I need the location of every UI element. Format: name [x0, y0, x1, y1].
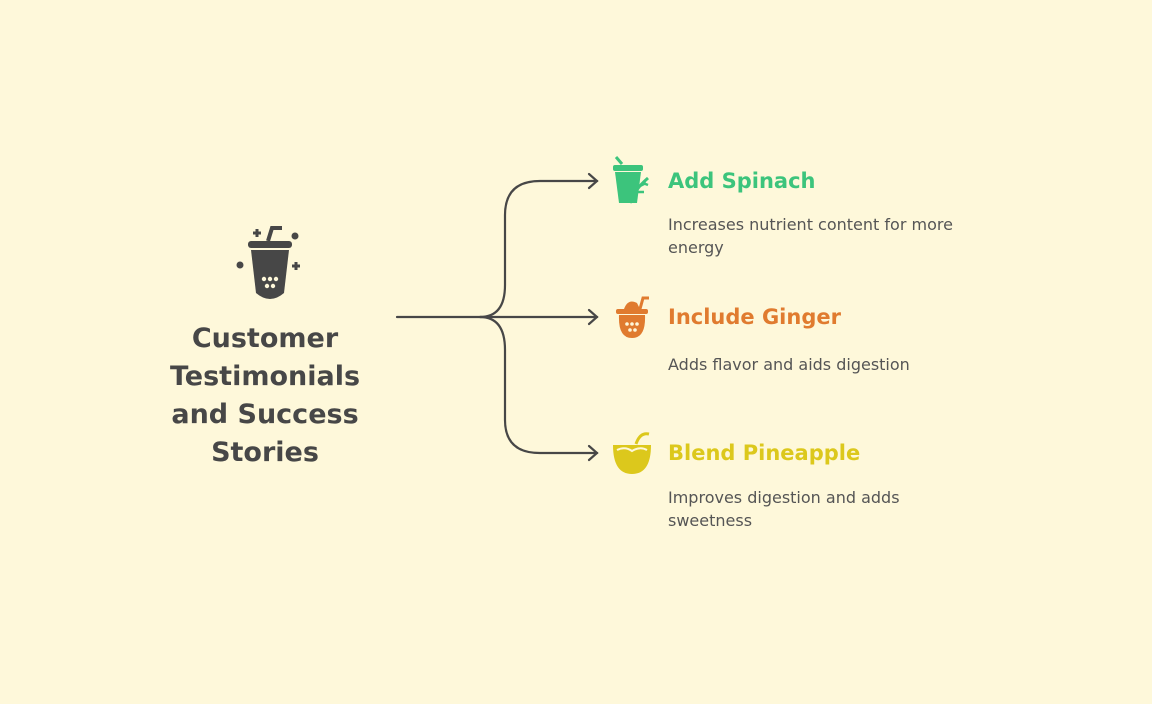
bubble-tea-ginger-icon — [616, 296, 649, 338]
bubble-tea-icon — [236, 226, 300, 299]
coconut-drink-icon — [613, 432, 651, 474]
branch-desc-ginger: Adds flavor and aids digestion — [668, 355, 910, 374]
branch-title-pineapple: Blend Pineapple — [668, 441, 861, 465]
smoothie-spinach-icon — [613, 156, 649, 204]
branch-title-ginger: Include Ginger — [668, 305, 841, 329]
branch-desc-spinach: Increases nutrient content for more ener… — [668, 215, 953, 257]
connector-bottom — [478, 315, 599, 455]
branch-title-spinach: Add Spinach — [668, 169, 816, 193]
branch-desc-pineapple: Improves digestion and adds sweetness — [668, 488, 900, 530]
main-title: Customer Testimonials and Success Storie… — [169, 323, 361, 468]
connector-top — [478, 179, 599, 319]
